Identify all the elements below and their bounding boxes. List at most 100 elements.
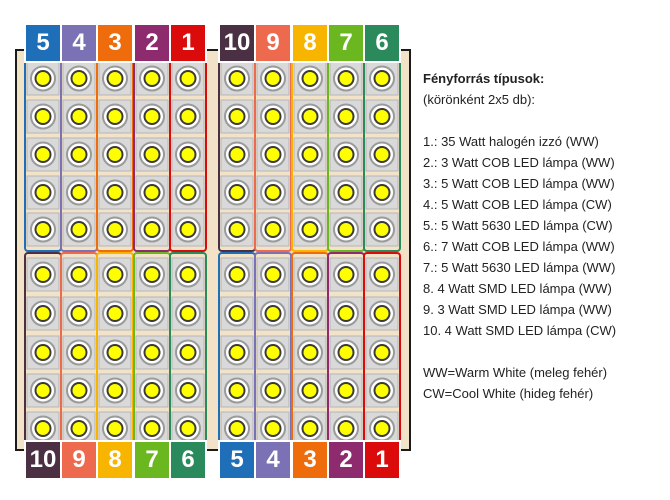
group-9-bottom-tab: 9 — [60, 440, 98, 480]
led-bulb-icon — [108, 186, 122, 199]
led-bulb-icon — [266, 148, 280, 161]
led-bulb-icon — [181, 72, 195, 85]
led-bulb-icon — [266, 72, 280, 85]
led-bulb-icon — [375, 110, 389, 123]
led-bulb-icon — [375, 223, 389, 236]
led-bulb-icon — [72, 346, 86, 359]
led-bulb-icon — [36, 422, 50, 435]
legend-note-ww: WW=Warm White (meleg fehér) — [423, 365, 608, 380]
group-6-bottom-tab: 6 — [169, 440, 207, 480]
led-bulb-icon — [108, 384, 122, 397]
led-bulb-icon — [108, 346, 122, 359]
led-bulb-icon — [303, 422, 317, 435]
led-bulb-icon — [145, 384, 159, 397]
led-bulb-icon — [339, 186, 353, 199]
led-bulb-icon — [339, 148, 353, 161]
led-bulb-icon — [266, 307, 280, 320]
led-bulb-icon — [266, 110, 280, 123]
legend-item-10: 10. 4 Watt SMD LED lámpa (CW) — [423, 323, 617, 338]
group-2-top-tab: 2 — [133, 23, 171, 63]
led-bulb-icon — [72, 186, 86, 199]
led-bulb-icon — [145, 110, 159, 123]
led-bulb-icon — [375, 148, 389, 161]
legend-title: Fényforrás típusok: — [423, 71, 545, 86]
led-bulb-icon — [230, 346, 244, 359]
led-bulb-icon — [181, 110, 195, 123]
led-bulb-icon — [339, 268, 353, 281]
legend-item-2: 2.: 3 Watt COB LED lámpa (WW) — [423, 155, 615, 170]
group-6-top-tab: 6 — [363, 23, 401, 63]
led-bulb-icon — [230, 384, 244, 397]
group-1-top-tab: 1 — [169, 23, 207, 63]
led-bulb-icon — [339, 223, 353, 236]
group-4-top-tab: 4 — [60, 23, 98, 63]
led-bulb-icon — [303, 148, 317, 161]
lamp-board-svg — [15, 49, 411, 451]
led-bulb-icon — [266, 268, 280, 281]
led-bulb-icon — [339, 110, 353, 123]
led-bulb-icon — [375, 346, 389, 359]
led-bulb-icon — [339, 72, 353, 85]
group-2-bottom-tab: 2 — [327, 440, 365, 480]
led-bulb-icon — [72, 72, 86, 85]
led-bulb-icon — [36, 346, 50, 359]
led-bulb-icon — [36, 223, 50, 236]
led-bulb-icon — [339, 346, 353, 359]
led-bulb-icon — [145, 223, 159, 236]
led-bulb-icon — [72, 223, 86, 236]
led-bulb-icon — [303, 72, 317, 85]
led-bulb-icon — [375, 307, 389, 320]
group-3-top-tab: 3 — [96, 23, 134, 63]
led-bulb-icon — [108, 422, 122, 435]
led-bulb-icon — [339, 422, 353, 435]
led-bulb-icon — [72, 110, 86, 123]
led-bulb-icon — [230, 307, 244, 320]
led-bulb-icon — [181, 186, 195, 199]
led-bulb-icon — [230, 422, 244, 435]
group-5-bottom-tab: 5 — [218, 440, 256, 480]
led-bulb-icon — [36, 186, 50, 199]
led-bulb-icon — [145, 148, 159, 161]
led-bulb-icon — [145, 186, 159, 199]
led-bulb-icon — [303, 346, 317, 359]
led-bulb-icon — [375, 186, 389, 199]
led-bulb-icon — [108, 223, 122, 236]
led-bulb-icon — [72, 148, 86, 161]
legend-item-7: 7.: 5 Watt 5630 LED lámpa (WW) — [423, 260, 616, 275]
led-bulb-icon — [181, 268, 195, 281]
led-bulb-icon — [181, 223, 195, 236]
led-bulb-icon — [36, 268, 50, 281]
led-bulb-icon — [230, 223, 244, 236]
led-bulb-icon — [72, 307, 86, 320]
led-bulb-icon — [36, 110, 50, 123]
group-3-bottom-tab: 3 — [291, 440, 329, 480]
group-10-bottom-tab: 10 — [24, 440, 62, 480]
group-5-top-tab: 5 — [24, 23, 62, 63]
led-bulb-icon — [266, 346, 280, 359]
led-bulb-icon — [303, 223, 317, 236]
led-bulb-icon — [145, 72, 159, 85]
led-bulb-icon — [36, 72, 50, 85]
led-bulb-icon — [303, 384, 317, 397]
led-bulb-icon — [303, 110, 317, 123]
led-bulb-icon — [145, 346, 159, 359]
group-8-top-tab: 8 — [291, 23, 329, 63]
led-bulb-icon — [108, 110, 122, 123]
led-bulb-icon — [181, 346, 195, 359]
group-7-top-tab: 7 — [327, 23, 365, 63]
led-bulb-icon — [36, 307, 50, 320]
legend-item-6: 6.: 7 Watt COB LED lámpa (WW) — [423, 239, 615, 254]
led-bulb-icon — [230, 72, 244, 85]
legend-note-cw: CW=Cool White (hideg fehér) — [423, 386, 594, 401]
led-bulb-icon — [339, 384, 353, 397]
led-bulb-icon — [266, 186, 280, 199]
led-bulb-icon — [108, 307, 122, 320]
group-7-bottom-tab: 7 — [133, 440, 171, 480]
led-bulb-icon — [108, 268, 122, 281]
group-4-bottom-tab: 4 — [254, 440, 292, 480]
legend-subtitle: (körönként 2x5 db): — [423, 92, 536, 107]
led-bulb-icon — [230, 110, 244, 123]
legend-item-5: 5.: 5 Watt 5630 LED lámpa (CW) — [423, 218, 613, 233]
led-bulb-icon — [36, 384, 50, 397]
led-bulb-icon — [375, 422, 389, 435]
